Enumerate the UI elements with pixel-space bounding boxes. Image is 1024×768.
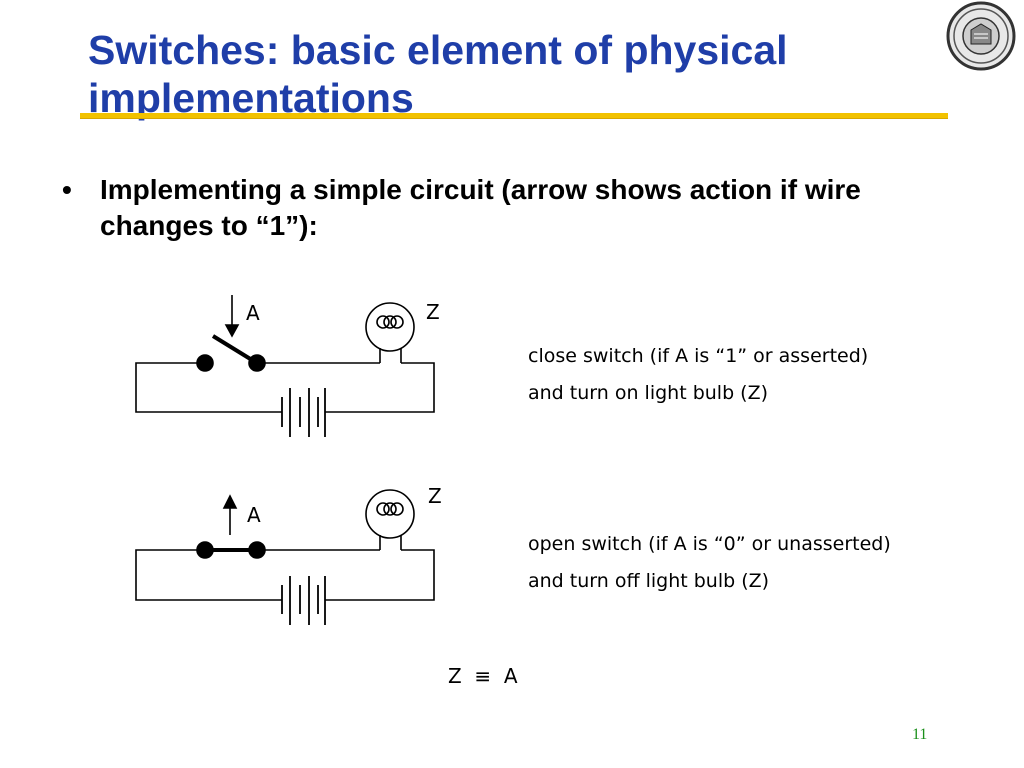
- bullet-marker: •: [62, 174, 72, 205]
- slide-title: Switches: basic element of physical impl…: [88, 27, 788, 121]
- page-number: 11: [912, 726, 928, 743]
- equivalence-equation: Z ≡ A: [448, 664, 518, 688]
- university-seal-logo: [946, 1, 1016, 71]
- top-battery-icon: [281, 388, 326, 437]
- top-description-line-1: close switch (if A is “1” or asserted): [528, 345, 869, 367]
- top-description-line-2: and turn on light bulb (Z): [528, 382, 769, 404]
- bottom-battery-icon: [281, 576, 326, 625]
- top-switch-terminal-left: [196, 354, 214, 372]
- top-circuit: [135, 295, 435, 437]
- bottom-circuit-description: open switch (if A is “0” or unasserted) …: [528, 526, 891, 600]
- bottom-circuit: [135, 489, 435, 625]
- top-switch-lever: [211, 334, 254, 362]
- top-circuit-description: close switch (if A is “1” or asserted) a…: [528, 338, 868, 412]
- top-switch-terminal-right: [248, 354, 266, 372]
- bottom-lightbulb-icon: [365, 489, 415, 550]
- bullet-text: Implementing a simple circuit (arrow sho…: [100, 174, 861, 241]
- top-output-label: Z: [426, 300, 440, 324]
- title-underline: [80, 113, 948, 119]
- bottom-output-label: Z: [428, 484, 442, 508]
- top-wire-loop: [135, 362, 435, 413]
- top-arrow-down-icon: [224, 295, 240, 338]
- bottom-description-line-1: open switch (if A is “0” or unasserted): [528, 533, 891, 555]
- bottom-input-label: A: [247, 503, 261, 527]
- bottom-description-line-2: and turn off light bulb (Z): [528, 570, 770, 592]
- bottom-wire-loop: [135, 549, 435, 601]
- top-lightbulb-icon: [365, 302, 415, 363]
- top-input-label: A: [246, 301, 260, 325]
- bottom-arrow-up-icon: [222, 494, 238, 535]
